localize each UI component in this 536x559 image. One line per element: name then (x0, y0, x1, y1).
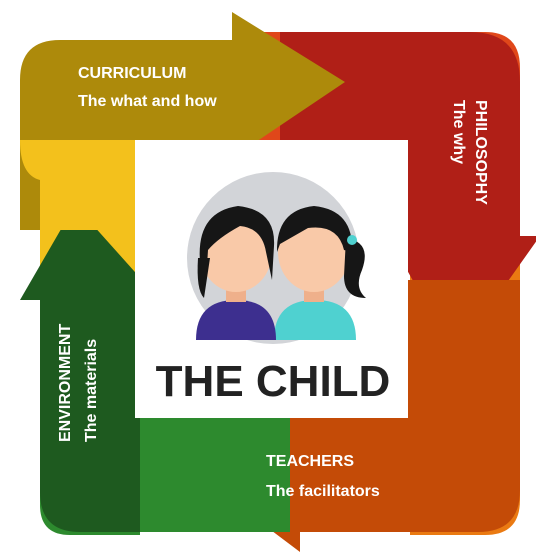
curriculum-fold (20, 140, 40, 230)
curriculum-segment (20, 12, 345, 230)
child-left-icon (196, 206, 276, 340)
environment-arrow-bottom (140, 418, 290, 532)
philosophy-sub: The why (450, 100, 467, 164)
curriculum-sub: The what and how (78, 93, 217, 110)
environment-label: ENVIRONMENT (57, 324, 74, 442)
child-right-icon (274, 206, 366, 340)
environment-sub: The materials (83, 339, 100, 442)
philosophy-label: PHILOSOPHY (472, 100, 489, 205)
center-title: THE CHILD (156, 357, 391, 406)
environment-segment (20, 205, 290, 532)
teachers-sub: The facilitators (266, 483, 380, 500)
teachers-label: TEACHERS (266, 453, 354, 470)
curriculum-light-strip (20, 140, 135, 230)
children-illustration (187, 172, 366, 344)
curriculum-label: CURRICULUM (78, 65, 186, 82)
environment-arrow (20, 205, 160, 532)
